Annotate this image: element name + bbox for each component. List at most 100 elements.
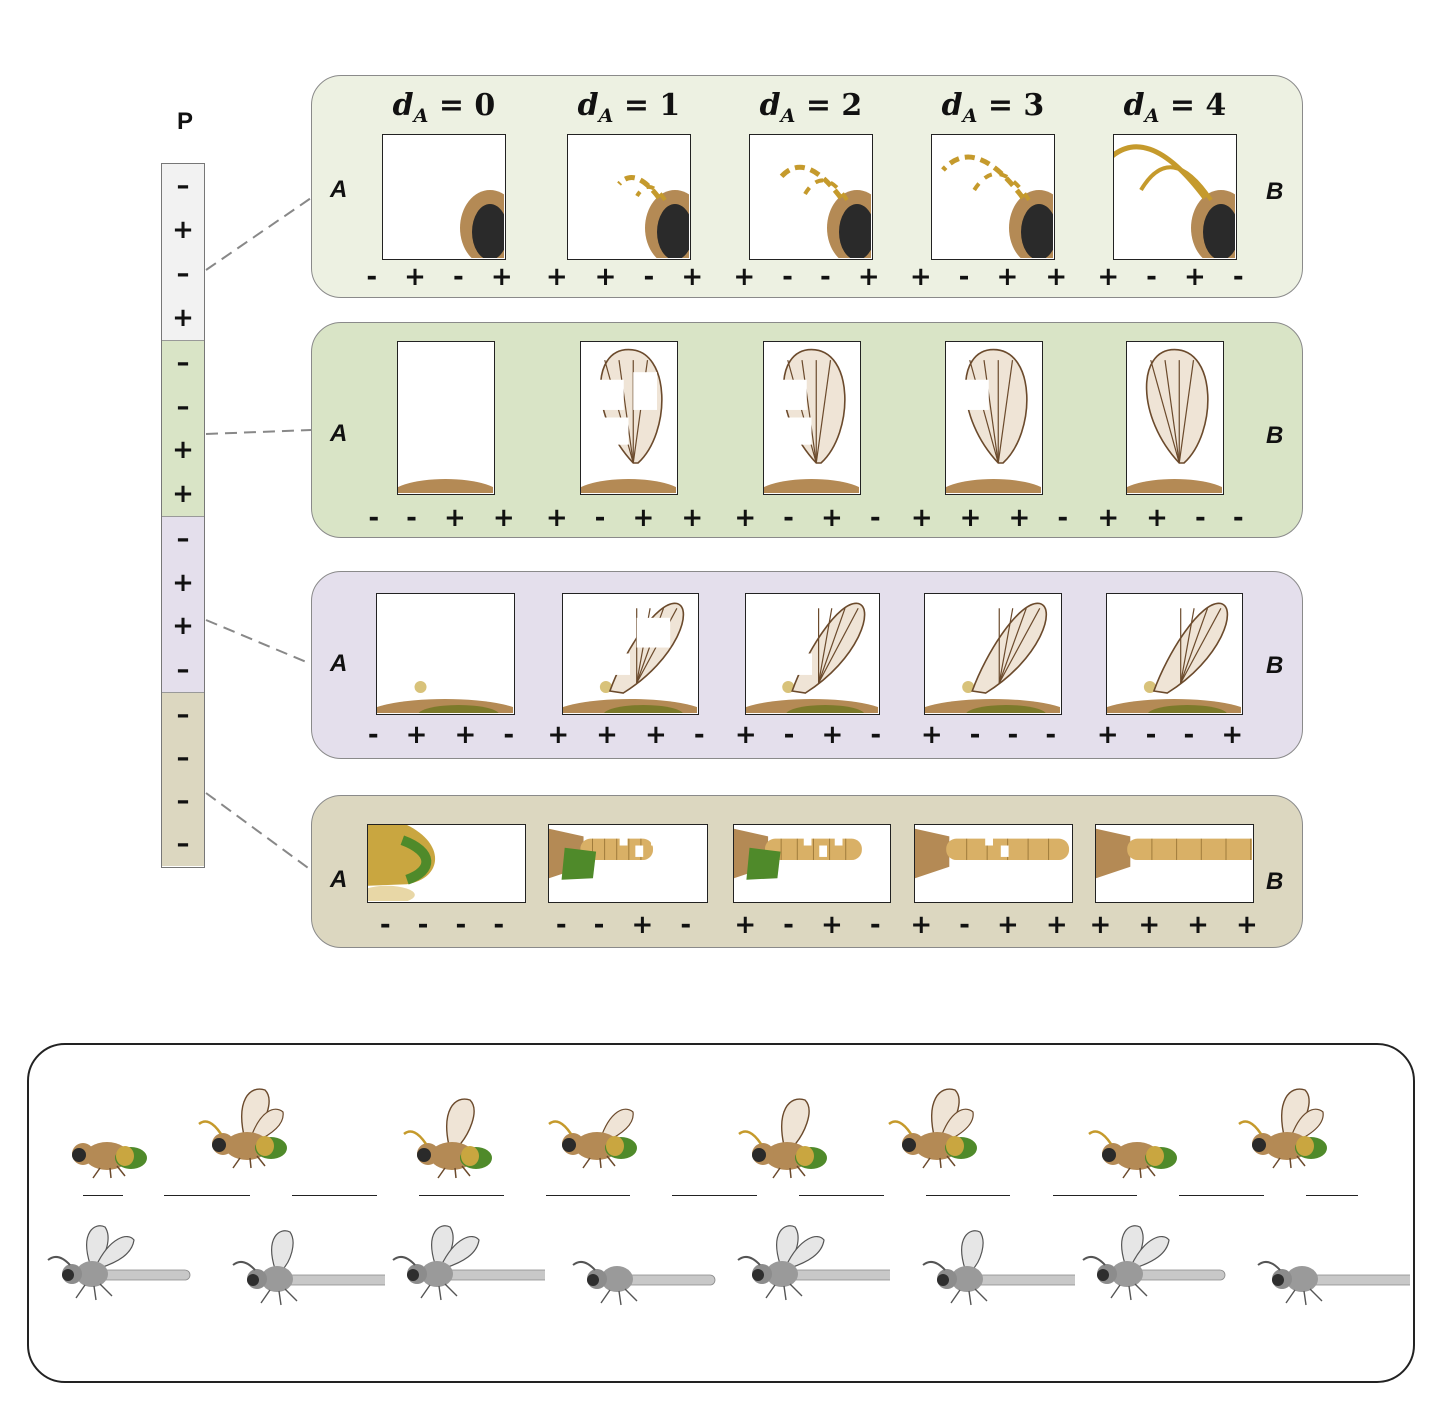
distance-sub: A (1144, 105, 1160, 127)
distance-header: dA = 3 (918, 88, 1068, 127)
thorax-shape (1286, 1266, 1318, 1292)
frame-forewing-stage-3 (945, 341, 1043, 495)
sign-row: - - + - (555, 910, 701, 940)
wing-shape (1152, 602, 1229, 694)
leg-shape (1272, 1155, 1306, 1169)
sign-row: + + + - (910, 503, 1078, 533)
eye-shape (1203, 204, 1236, 259)
frame-forewing-stage-4 (1126, 341, 1224, 495)
mask-block (666, 845, 675, 857)
leg-shape (922, 1155, 956, 1169)
antenna-segment (888, 1120, 913, 1135)
parent-sign: – (176, 171, 190, 201)
wing-vein (604, 359, 634, 464)
eye-shape (937, 1274, 949, 1286)
distance-sub: A (962, 105, 978, 127)
endpoint-a-label: A (330, 420, 348, 447)
leg-shape (1110, 1283, 1148, 1301)
distance-sub: A (780, 105, 796, 127)
endpoint-a-label: A (330, 650, 348, 677)
mask-block (651, 834, 659, 846)
wing-vein (1180, 607, 1222, 684)
leg-shape (420, 1283, 458, 1301)
parent-segment-abdomen: –––– (162, 692, 204, 866)
abdomen-tube (624, 1274, 716, 1286)
distance-value: = 2 (795, 88, 863, 123)
wing-shape (961, 1230, 984, 1272)
wing-vein (1180, 608, 1195, 684)
antenna-segment (803, 178, 849, 202)
mask-block (759, 623, 806, 648)
wing-vein (969, 359, 999, 464)
antenna-segment (922, 1260, 946, 1271)
leg-shape (772, 1165, 806, 1179)
sign-row: + + - + (545, 262, 713, 292)
parent-sign: – (176, 742, 190, 773)
eye-shape (72, 1148, 86, 1162)
antenna-segment (617, 175, 661, 200)
sign-row: - - + + (368, 503, 524, 533)
insect-colored (738, 1098, 827, 1179)
wing-shape (440, 1236, 480, 1269)
mask-block (938, 623, 986, 648)
gap-dash (1053, 1195, 1137, 1196)
parent-sign: + (172, 215, 194, 245)
wing-vein (1150, 359, 1180, 464)
distance-header: dA = 2 (736, 88, 886, 127)
antenna-segment (971, 172, 1031, 202)
haltere-shape (414, 681, 427, 693)
abdomen-band (796, 1146, 814, 1166)
thorax-shape (915, 828, 950, 879)
eye-shape (407, 1269, 419, 1281)
sign-row: + - + - (734, 910, 890, 940)
leg-shape (232, 1155, 266, 1169)
mask-block (985, 834, 993, 846)
frame-hindwing-stage-0 (376, 593, 515, 715)
haltere-shape (1143, 681, 1156, 693)
distance-var: d (759, 88, 781, 123)
leg-shape (92, 1165, 126, 1179)
abdomen-tip (561, 847, 597, 880)
gap-dash (292, 1195, 377, 1196)
frame-forewing-stage-2 (763, 341, 861, 495)
parent-segment-forewing: ––++ (162, 340, 204, 516)
antenna-segment (1257, 1260, 1281, 1271)
abdomen-band (606, 1136, 624, 1156)
distance-header: dA = 1 (554, 88, 704, 127)
abdomen-band (1296, 1136, 1314, 1156)
abdomen-tube (789, 1269, 890, 1281)
antenna-segment (198, 1120, 223, 1135)
mask-block (633, 372, 657, 410)
mask-block (600, 417, 629, 445)
abdomen-band (1146, 1146, 1164, 1166)
eye-shape (752, 1148, 766, 1162)
population-panel (27, 1043, 1415, 1383)
frame-abdomen-stage-4 (1095, 824, 1254, 903)
distance-value: = 4 (1159, 88, 1227, 123)
connector-forewing (205, 429, 312, 435)
parent-sign: – (176, 391, 190, 422)
frame-hindwing-stage-1 (562, 593, 699, 715)
eye-shape (62, 1269, 74, 1281)
insect-gray (392, 1225, 545, 1301)
endpoint-b-label: B (1266, 868, 1284, 895)
antenna-segment (1088, 1130, 1113, 1145)
mask-block (636, 617, 671, 648)
wing-shape (95, 1236, 135, 1269)
eye-shape (472, 204, 505, 259)
eye-shape (1272, 1274, 1284, 1286)
abdomen-tube (444, 1269, 545, 1281)
gap-dash (672, 1195, 757, 1196)
gap-dash (1306, 1195, 1358, 1196)
endpoint-b-label: B (1266, 178, 1284, 205)
insect-colored (1088, 1130, 1177, 1179)
wing-vein (997, 360, 1014, 464)
sign-row: + - - + (1096, 720, 1253, 750)
parent-sign: + (172, 303, 194, 333)
leg-shape (368, 885, 415, 902)
frame-abdomen-stage-0 (367, 824, 526, 903)
sign-row: + - + - (734, 720, 891, 750)
sign-row: - + + - (367, 720, 524, 750)
wing-vein (1178, 360, 1195, 464)
distance-var: d (1123, 88, 1145, 123)
